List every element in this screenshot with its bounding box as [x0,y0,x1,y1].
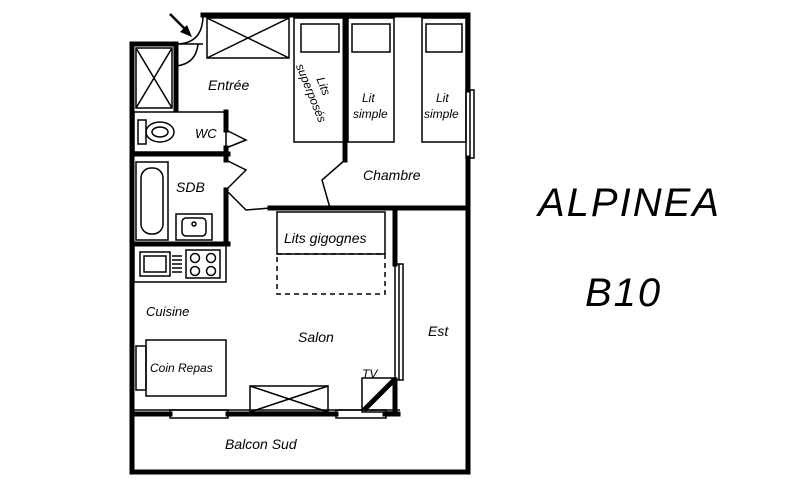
label-cuisine: Cuisine [146,304,189,319]
label-salon: Salon [298,329,334,345]
single-bed-1 [347,17,395,143]
kitchen-sink [139,251,182,277]
label-tv: TV [362,367,378,381]
label-lit-simple-1-line1: Lit [362,91,375,105]
dining-table [135,339,227,397]
sink [175,213,213,241]
label-entree: Entrée [208,77,249,93]
building-name: ALPINEA [536,181,721,225]
toilet [137,119,175,145]
label-wc: WC [195,126,217,141]
label-lits-gigognes: Lits gigognes [284,230,367,246]
single-bed-2 [421,17,467,143]
bunk-bed [293,17,345,143]
entrance-arrow-icon [169,13,192,37]
label-coin-repas: Coin Repas [150,361,213,375]
label-lit-simple-2-line2: simple [424,107,459,121]
sofa [249,385,329,413]
stove [185,249,221,279]
label-lit-simple-1-line2: simple [353,107,388,121]
window-chambre [465,89,475,159]
door-swings [175,14,346,211]
bathtub [135,161,169,241]
label-balcon-sud: Balcon Sud [225,436,298,452]
window-south-right [335,409,387,419]
window-south-left [169,409,229,419]
label-chambre: Chambre [363,167,421,183]
label-sdb: SDB [176,179,205,195]
unit-number: B10 [585,271,662,315]
tv-cabinet [361,377,397,413]
label-est: Est [428,323,449,339]
trundle-bed [276,211,386,295]
label-lits-superposes-line1: Lits [313,75,333,98]
label-lit-simple-2-line1: Lit [436,91,449,105]
closet-left [135,47,173,109]
closet-top [206,17,290,59]
label-lits-superposes: Lits superposés [293,62,333,125]
window-east [394,263,404,381]
